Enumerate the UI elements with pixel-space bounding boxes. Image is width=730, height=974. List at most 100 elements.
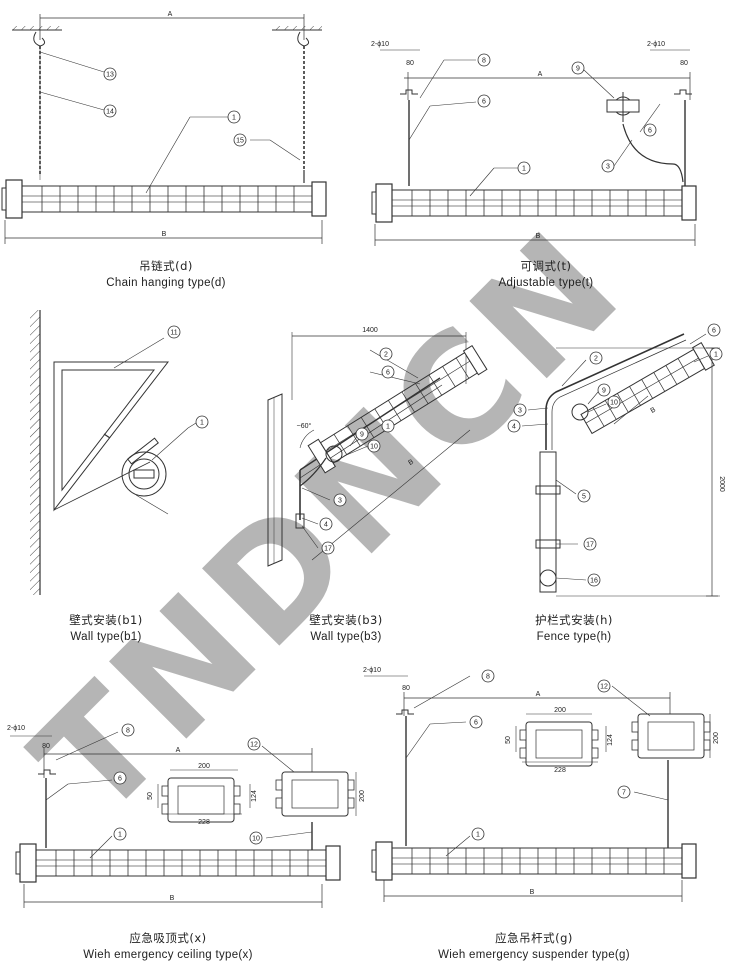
dim-200-side: 200 bbox=[713, 732, 720, 744]
dim-bolt: 2-ϕ10 bbox=[371, 41, 389, 48]
callout: 6 bbox=[482, 99, 486, 106]
panel-x-drawing bbox=[10, 731, 357, 908]
caption-en: Wieh emergency ceiling type(x) bbox=[83, 949, 253, 961]
dim-bolt: 2-ϕ10 bbox=[7, 725, 25, 732]
dim-b: B bbox=[530, 889, 535, 896]
callout: 4 bbox=[512, 424, 516, 431]
callout: 15 bbox=[236, 138, 244, 145]
callout: 1 bbox=[714, 352, 718, 359]
callout: 2 bbox=[384, 352, 388, 359]
caption-en: Wall type(b1) bbox=[70, 631, 142, 643]
dim-a: A bbox=[176, 747, 181, 754]
callout: 3 bbox=[338, 498, 342, 505]
dim-50: 50 bbox=[505, 736, 512, 744]
caption-en: Fence type(h) bbox=[536, 631, 612, 643]
caption-panel-b1: 壁式安装(b1) Wall type(b1) bbox=[0, 612, 226, 646]
callout: 9 bbox=[360, 432, 364, 439]
dim-200-side: 200 bbox=[359, 790, 366, 802]
panel-d-drawing bbox=[1, 14, 327, 244]
callout: 3 bbox=[518, 408, 522, 415]
dim-228: 228 bbox=[554, 767, 566, 774]
dim-bolt: 2-ϕ10 bbox=[647, 41, 665, 48]
caption-zh: 可调式(t) bbox=[520, 259, 572, 273]
dim-124: 124 bbox=[607, 734, 614, 746]
caption-zh: 壁式安装(b1) bbox=[69, 613, 143, 627]
callout: 9 bbox=[602, 388, 606, 395]
caption-panel-h: 护栏式安装(h) Fence type(h) bbox=[454, 612, 694, 646]
callout: 8 bbox=[126, 728, 130, 735]
dim-1400: 1400 bbox=[362, 327, 378, 334]
callout: 2 bbox=[594, 356, 598, 363]
dim-b: B bbox=[649, 406, 657, 415]
callout: 1 bbox=[386, 424, 390, 431]
dim-80: 80 bbox=[680, 60, 688, 67]
caption-zh: 壁式安装(b3) bbox=[309, 613, 383, 627]
dim-a: A bbox=[536, 691, 541, 698]
callout: 8 bbox=[482, 58, 486, 65]
callout: 1 bbox=[118, 832, 122, 839]
caption-en: Wall type(b3) bbox=[310, 631, 382, 643]
callout: 17 bbox=[586, 542, 594, 549]
dim-200: 200 bbox=[198, 763, 210, 770]
callout: 10 bbox=[370, 444, 378, 451]
panel-b3-drawing bbox=[267, 332, 488, 567]
dim-2000: 2000 bbox=[718, 476, 725, 492]
dim-a: A bbox=[168, 11, 173, 18]
caption-zh: 应急吸顶式(x) bbox=[129, 931, 207, 945]
callout: 4 bbox=[324, 522, 328, 529]
callout: 12 bbox=[250, 742, 258, 749]
callout: 6 bbox=[648, 128, 652, 135]
caption-zh: 应急吊杆式(g) bbox=[495, 931, 573, 945]
callout: 10 bbox=[610, 400, 618, 407]
caption-panel-b3: 壁式安装(b3) Wall type(b3) bbox=[226, 612, 466, 646]
callout-balloons: 13 14 1 15 8 9 6 6 3 1 11 1 2 6 9 1 10 3… bbox=[103, 53, 723, 845]
dim-80: 80 bbox=[406, 60, 414, 67]
panel-h-drawing bbox=[521, 333, 720, 597]
caption-panel-d: 吊链式(d) Chain hanging type(d) bbox=[46, 258, 286, 292]
dim-b: B bbox=[170, 895, 175, 902]
callout: 1 bbox=[522, 166, 526, 173]
dimension-labels: A B 2-ϕ10 80 2-ϕ10 80 A B 1400 ~60° B 20… bbox=[7, 11, 725, 902]
panel-g-drawing bbox=[364, 675, 711, 902]
dim-a: A bbox=[538, 71, 543, 78]
dim-bolt: 2-ϕ10 bbox=[363, 667, 381, 674]
dim-80: 80 bbox=[42, 743, 50, 750]
dim-angle: ~60° bbox=[297, 422, 312, 430]
callout: 16 bbox=[590, 578, 598, 585]
callout: 12 bbox=[600, 684, 608, 691]
callout: 11 bbox=[170, 330, 177, 337]
dim-b: B bbox=[536, 233, 541, 240]
panel-b1-drawing bbox=[30, 310, 197, 595]
callout: 6 bbox=[118, 776, 122, 783]
callout: 9 bbox=[576, 66, 580, 73]
callout: 10 bbox=[252, 836, 260, 843]
callout: 5 bbox=[582, 494, 586, 501]
dim-200: 200 bbox=[554, 707, 566, 714]
callout: 6 bbox=[712, 328, 716, 335]
callout: 1 bbox=[200, 420, 204, 427]
caption-zh: 吊链式(d) bbox=[139, 259, 193, 273]
caption-panel-g: 应急吊杆式(g) Wieh emergency suspender type(g… bbox=[414, 930, 654, 964]
callout: 1 bbox=[476, 832, 480, 839]
dim-b: B bbox=[162, 231, 167, 238]
callout: 8 bbox=[486, 674, 490, 681]
callout: 6 bbox=[386, 370, 390, 377]
caption-en: Wieh emergency suspender type(g) bbox=[438, 949, 630, 961]
callout: 7 bbox=[622, 790, 626, 797]
callout: 17 bbox=[324, 546, 332, 553]
caption-zh: 护栏式安装(h) bbox=[535, 613, 613, 627]
callout: 6 bbox=[474, 720, 478, 727]
callout: 3 bbox=[606, 164, 610, 171]
dim-228: 228 bbox=[198, 819, 210, 826]
callout: 13 bbox=[106, 72, 114, 79]
panel-t-drawing bbox=[371, 49, 697, 246]
caption-en: Adjustable type(t) bbox=[498, 277, 594, 289]
dim-b: B bbox=[407, 458, 415, 467]
dim-124: 124 bbox=[251, 790, 258, 802]
caption-panel-t: 可调式(t) Adjustable type(t) bbox=[426, 258, 666, 292]
dim-80: 80 bbox=[402, 685, 410, 692]
caption-panel-x: 应急吸顶式(x) Wieh emergency ceiling type(x) bbox=[48, 930, 288, 964]
callout: 1 bbox=[232, 115, 236, 122]
caption-en: Chain hanging type(d) bbox=[106, 277, 226, 289]
